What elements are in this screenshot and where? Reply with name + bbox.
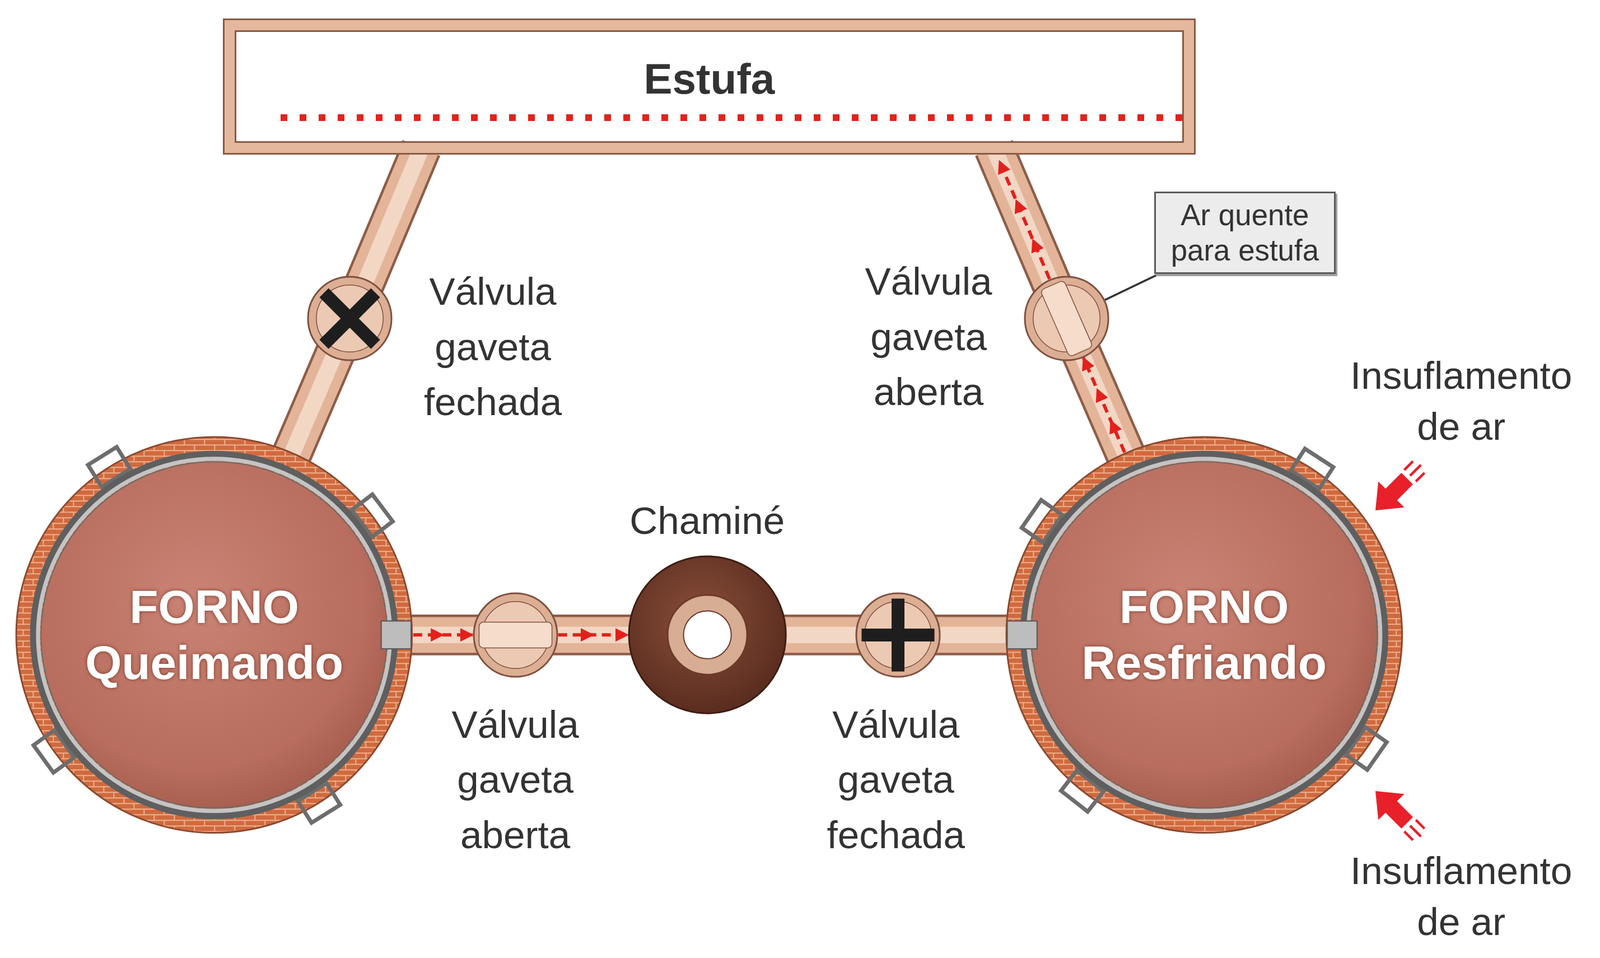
callout-text: Ar quente para estufa xyxy=(1162,197,1328,269)
callout-box: Ar quente para estufa xyxy=(1154,191,1336,274)
label-holder: Chaminé xyxy=(629,492,785,548)
valve-label: Válvula gaveta fechada xyxy=(827,696,965,862)
pipe-connector xyxy=(360,147,422,295)
flow-arrow xyxy=(1083,357,1126,453)
flow-arrow xyxy=(558,632,628,637)
chimney-label: Chaminé xyxy=(629,492,785,548)
label-holder: Insuflamento de ar xyxy=(1341,845,1582,948)
valve-label: Válvula gaveta aberta xyxy=(451,696,580,862)
label-holder: Válvula gaveta aberta xyxy=(865,254,993,420)
label-holder: Válvula gaveta fechada xyxy=(827,696,965,862)
flow-arrow xyxy=(413,632,473,637)
pipe-bore xyxy=(994,147,1057,295)
label-holder: Insuflamento de ar xyxy=(1341,350,1582,452)
furnace: FORNO Queimando xyxy=(15,435,414,834)
valve-label: Válvula gaveta aberta xyxy=(865,254,993,420)
gate-valve: Válvula gaveta aberta xyxy=(472,591,559,678)
valve-label: Válvula gaveta fechada xyxy=(423,264,562,430)
air-inflow-label: Insuflamento de ar xyxy=(1341,845,1582,948)
gate-valve: Válvula gaveta fechada xyxy=(306,275,393,362)
air-inflow-arrow xyxy=(1362,451,1435,524)
furnace-label: FORNO Resfriando xyxy=(1051,578,1358,692)
label-holder: Válvula gaveta fechada xyxy=(423,264,562,430)
pipe-wall xyxy=(360,147,422,295)
label-holder: Válvula gaveta aberta xyxy=(451,696,580,862)
furnace-label: FORNO Queimando xyxy=(61,578,368,692)
air-inflow-arrow xyxy=(1362,777,1435,850)
furnace-drawing xyxy=(15,435,414,834)
chimney: Chaminé xyxy=(627,554,787,715)
valve-drawing xyxy=(306,275,393,362)
furnace: FORNO Resfriando xyxy=(1005,435,1404,834)
leader-stroke xyxy=(1104,273,1159,300)
gate-valve: Válvula gaveta aberta xyxy=(1023,275,1110,362)
dryer-box: Estufa xyxy=(224,20,1194,153)
pipe-wall xyxy=(994,147,1057,295)
pipe-bore xyxy=(360,147,422,295)
valve-drawing xyxy=(855,591,941,678)
pipe-body xyxy=(994,147,1057,295)
valve-drawing xyxy=(1023,275,1110,362)
flow-arrow xyxy=(999,161,1050,279)
dryer-title: Estufa xyxy=(643,53,775,105)
chimney-drawing xyxy=(627,554,787,715)
furnace-drawing xyxy=(1005,435,1404,834)
heat-dotted-line xyxy=(280,114,1183,121)
leader-line xyxy=(1104,273,1159,300)
gate-valve: Válvula gaveta fechada xyxy=(855,591,941,678)
valve-drawing xyxy=(472,591,559,678)
pipe-connector xyxy=(994,147,1057,295)
air-inflow-label: Insuflamento de ar xyxy=(1341,350,1582,452)
pipe-body xyxy=(360,147,422,295)
